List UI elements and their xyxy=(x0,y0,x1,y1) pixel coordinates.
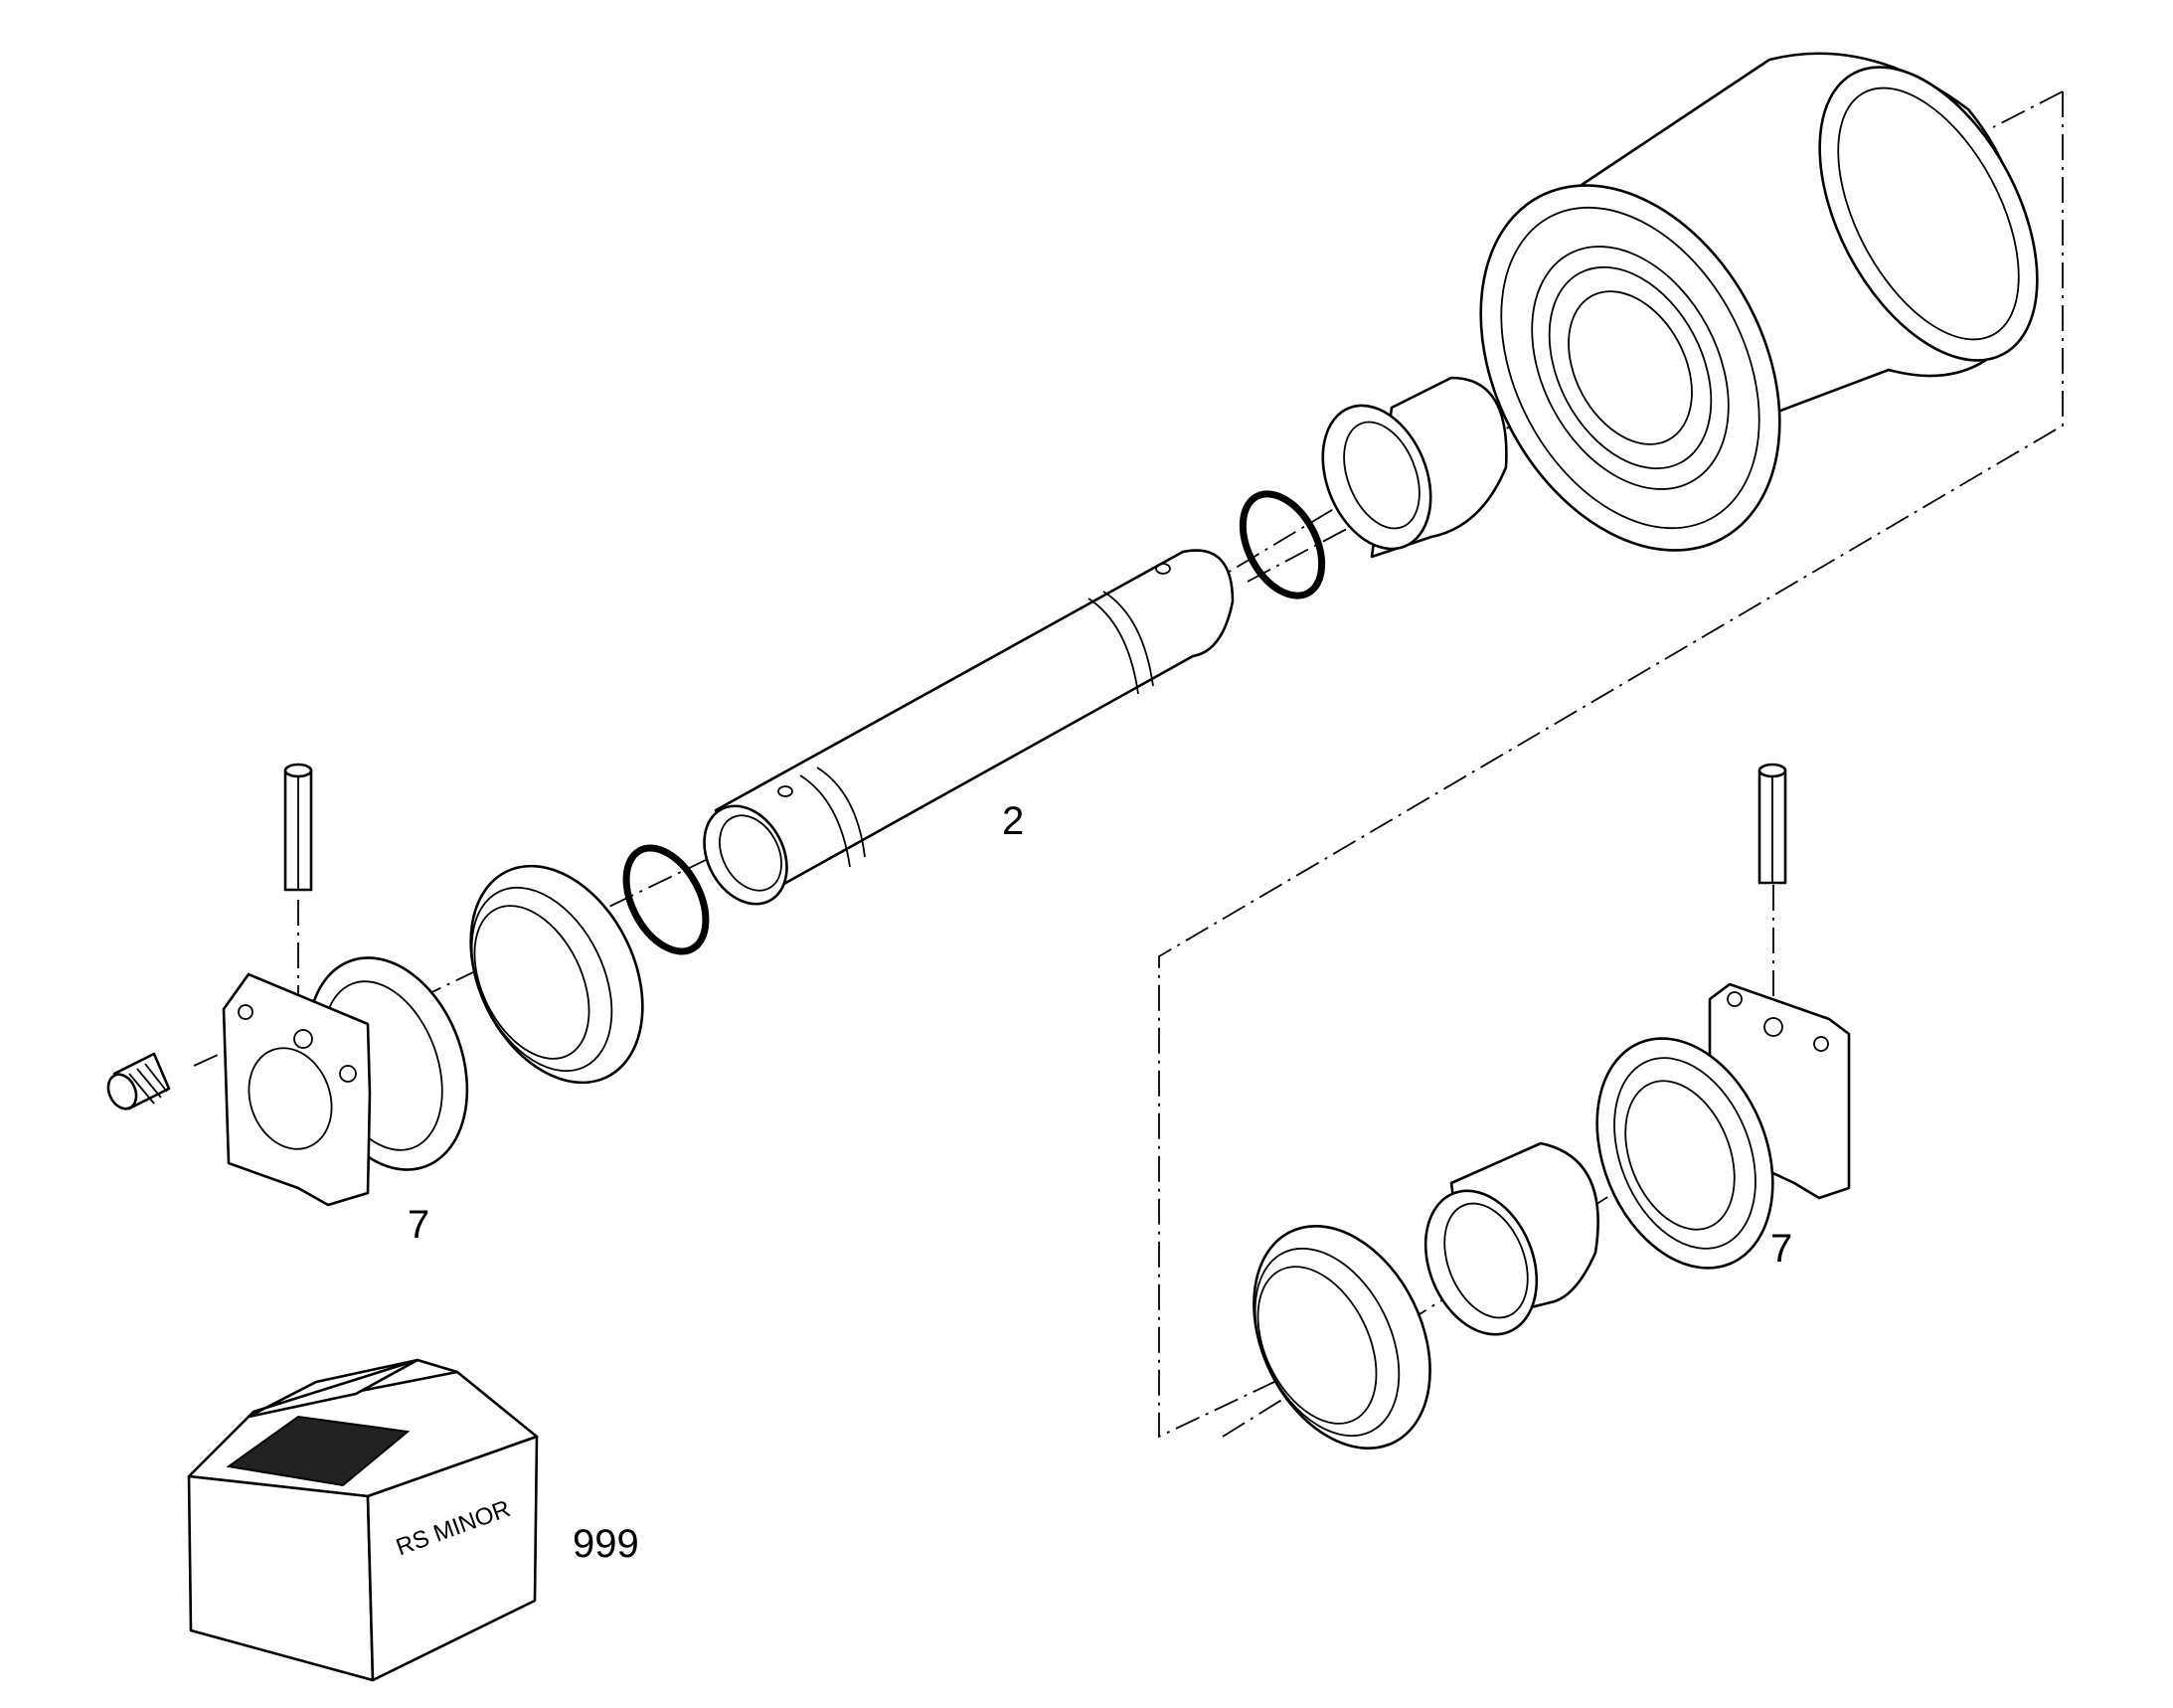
o-ring-upper xyxy=(1239,490,1326,599)
roll-pin-left xyxy=(283,763,313,892)
set-screw xyxy=(106,1052,171,1110)
seal-ring-left xyxy=(469,864,644,1085)
callout-right-housing: 7 xyxy=(1770,1227,1793,1271)
assembly-boundary-line xyxy=(1158,90,2064,1439)
housing-bracket-left xyxy=(222,956,469,1207)
callout-left-housing: 7 xyxy=(408,1203,430,1247)
flanged-bushing-upper xyxy=(1321,376,1508,559)
kit-box xyxy=(187,1358,539,1682)
o-ring-lower xyxy=(622,844,710,955)
callout-shaft: 2 xyxy=(1002,799,1025,843)
roller-wheel xyxy=(1479,52,2039,552)
housing-bracket-right xyxy=(1595,982,1851,1270)
flanged-bushing-lower xyxy=(1423,1141,1599,1336)
seal-ring-right xyxy=(1253,1224,1431,1451)
roll-pin-right xyxy=(1757,763,1787,885)
shaft xyxy=(703,549,1235,906)
callout-kit-box: 999 xyxy=(573,1522,639,1566)
